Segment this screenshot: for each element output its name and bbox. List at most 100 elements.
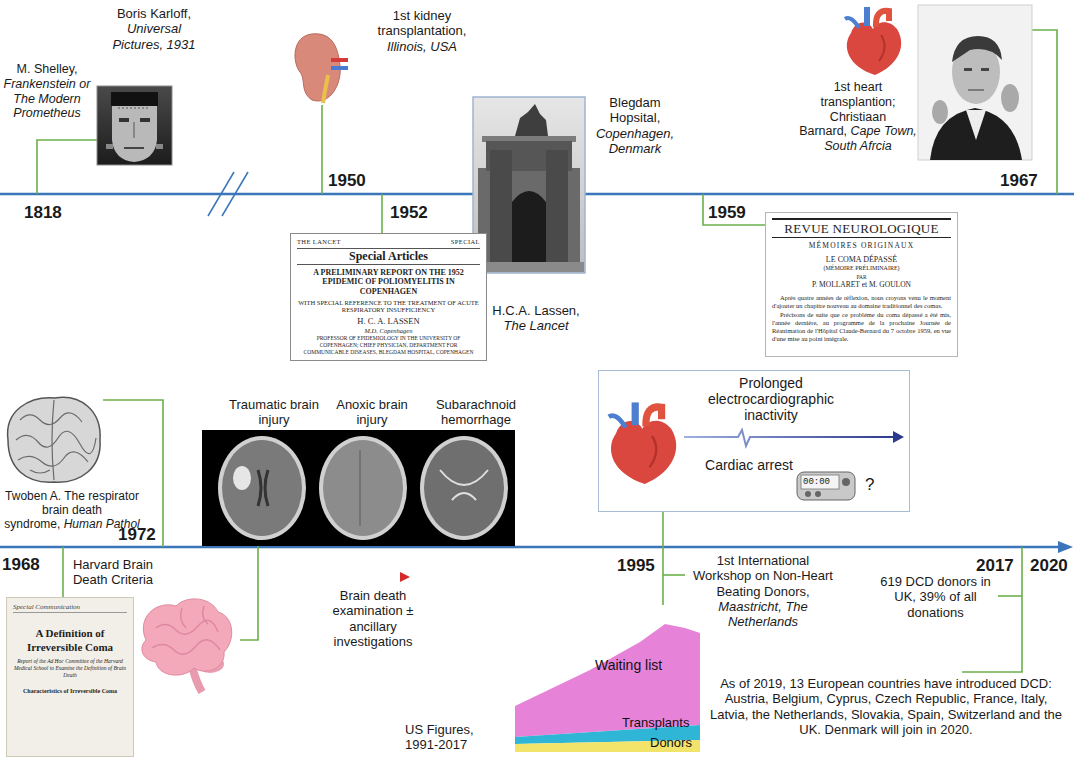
caption-text: Universal Pictures, 1931 — [112, 21, 196, 52]
caption-text: Maastricht, The Netherlands — [688, 599, 838, 630]
portrait-photo-part — [968, 89, 984, 91]
heart-icon-part — [847, 22, 901, 75]
heart-icon-part — [609, 416, 626, 428]
kidney-icon-part — [331, 58, 348, 62]
hospital-photo-part — [515, 104, 548, 136]
heart-icon-part — [632, 402, 639, 425]
label-group: Brain death examination ± ancillary inve… — [318, 588, 428, 649]
timer-icon-part — [805, 491, 811, 497]
label-group: 1959 — [708, 203, 746, 223]
section-name: SPECIAL — [451, 238, 480, 246]
leader-line-part — [962, 547, 1022, 672]
series-label: Waiting list — [595, 657, 662, 673]
journal-clipping: Special Communication A Definition of Irr… — [6, 597, 134, 757]
portrait-photo-part — [119, 118, 129, 122]
label-group: 00:00 — [803, 476, 830, 488]
year-label: 1952 — [390, 203, 428, 222]
portrait-photo-part — [124, 147, 144, 149]
label-group: 619 DCD donors in UK, 39% of all donatio… — [878, 574, 993, 620]
leader-line-part — [998, 595, 1022, 597]
progression-arrow-part — [327, 576, 402, 579]
portrait-photo-part — [981, 68, 989, 71]
label-group: Traumatic brain injury — [228, 397, 320, 428]
hospital-photo-part — [474, 262, 584, 272]
heart-icon-part — [879, 35, 885, 61]
ecg-trace-part — [893, 431, 904, 443]
timeline-axis-part — [0, 546, 1060, 549]
article-subtitle: WITH SPECIAL REFERENCE TO THE TREATMENT … — [297, 299, 480, 315]
body-paragraph: Précisons de suite que ce problème du co… — [772, 311, 951, 343]
year-label: 1959 — [708, 203, 746, 222]
portrait-photo — [918, 5, 1032, 160]
article-subtitle: (MÉMOIRE PRÉLIMINAIRE) — [772, 265, 951, 272]
label-group: Boris Karloff,Universal Pictures, 1931 — [112, 6, 196, 52]
progression-arrow-part — [400, 572, 410, 582]
timer-icon-part — [801, 475, 839, 489]
timer-icon — [797, 472, 855, 500]
heart-icon-part — [845, 18, 859, 28]
timeline-break — [208, 172, 248, 216]
ct-scan-images-part — [420, 436, 508, 540]
caption-text: As of 2019, 13 European countries have i… — [710, 676, 1062, 737]
brain-specimen-photo-part-part — [16, 431, 96, 453]
brain-specimen-photo-part — [8, 397, 101, 482]
caption-text: Subarachnoid hemorrhage — [436, 397, 516, 427]
portrait-photo-part — [97, 86, 172, 165]
year-label: 2017 — [976, 556, 1014, 575]
caption-text: Copenhagen, Denmark — [593, 126, 677, 157]
question-mark: ? — [865, 475, 874, 495]
article-title: A PRELIMINARY REPORT ON THE 1952 EPIDEMI… — [297, 268, 480, 297]
leader-line-part — [321, 105, 323, 194]
timer-icon-part — [797, 472, 855, 500]
article-title: A Definition of Irreversible Coma — [13, 627, 127, 653]
section-name: Special Communication — [13, 603, 127, 613]
label-group: Blegdam Hopsital,Copenhagen, Denmark — [593, 95, 677, 156]
brain-specimen-photo-part — [16, 400, 96, 480]
series-label: Donors — [650, 735, 692, 750]
label-group: 1952 — [390, 203, 428, 223]
heart-icon-part — [646, 407, 662, 426]
timeline-break-part — [208, 172, 234, 216]
brain-icon-part-part — [156, 620, 218, 634]
hospital-photo-part — [490, 150, 512, 270]
caption-text: Frankenstein or The Modern Prometheus — [2, 77, 92, 121]
body-paragraph: Après quatre années de réflexion, nous c… — [772, 294, 951, 310]
timer-icon-part — [842, 478, 850, 486]
timeline-break-part — [222, 172, 248, 216]
brain-icon-part — [152, 606, 220, 654]
byline: PAR — [772, 274, 951, 281]
connector-line — [662, 512, 664, 605]
caption-text: Anoxic brain injury — [336, 397, 408, 427]
author-affiliation: PROFESSOR OF EPIDEMIOLOGY IN THE UNIVERS… — [297, 335, 480, 355]
panel-caption: Prolonged electrocardiographic inactivit… — [697, 375, 845, 423]
ct-scan-images-part — [359, 450, 361, 526]
label-group: As of 2019, 13 European countries have i… — [705, 676, 1067, 737]
area-chart — [515, 624, 700, 752]
progression-arrow — [327, 572, 410, 582]
ecg-trace-part — [684, 430, 895, 446]
label-group: 1st heart transplantion; Christiaan Barn… — [798, 80, 918, 154]
leader-line-part — [663, 574, 685, 576]
heart-icon-part — [611, 421, 676, 484]
journal-name: THE LANCET — [297, 238, 341, 246]
portrait-photo-part — [964, 68, 972, 71]
kidney-icon — [295, 34, 348, 103]
caption-text: Brain death examination ± ancillary inve… — [333, 588, 414, 649]
clipping-header-row: THE LANCET SPECIAL — [297, 238, 480, 246]
year-label: 1968 — [2, 555, 40, 574]
caption-text: 1st International Workshop on Non-Heart … — [688, 553, 838, 599]
portrait-photo-part — [133, 122, 135, 138]
year-label: 2020 — [1030, 556, 1068, 575]
author-name: P. MOLLARET et M. GOULON — [772, 280, 951, 290]
ct-scan-images-part — [202, 430, 515, 546]
leader-line-part — [381, 194, 383, 233]
label-group: Anoxic brain injury — [326, 397, 418, 428]
caption-text: Boris Karloff, — [112, 6, 196, 21]
ct-scan-images — [202, 430, 515, 546]
area-chart-panel: Waiting listTransplantsDonors — [510, 605, 700, 757]
caption-text: The Lancet — [490, 318, 582, 333]
label-group: H.C.A. Lassen,The Lancet — [490, 303, 582, 334]
portrait-photo-part — [111, 92, 158, 106]
portrait-photo-part — [112, 104, 157, 162]
